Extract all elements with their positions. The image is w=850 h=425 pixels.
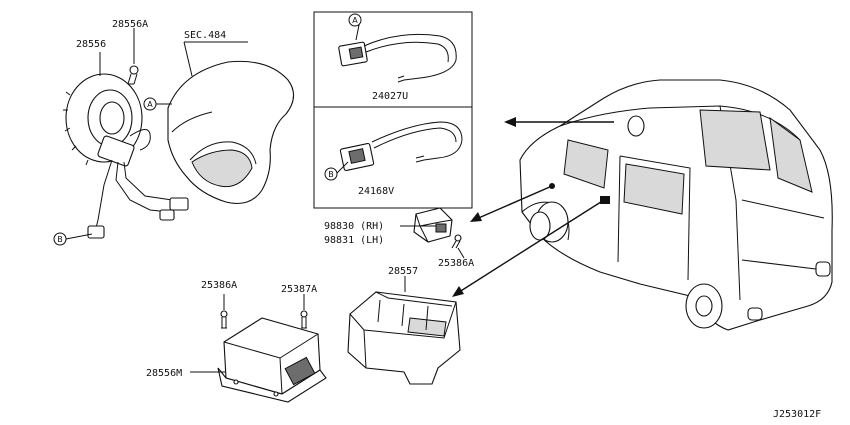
callout-a-airbag: A xyxy=(143,97,157,111)
connector-inset-panel xyxy=(313,11,473,209)
label-25387a: 25387A xyxy=(281,284,317,295)
van-illustration xyxy=(519,79,833,331)
label-28556a: 28556A xyxy=(112,19,148,30)
label-24168v: 24168V xyxy=(358,186,394,197)
driver-airbag-module xyxy=(167,60,295,205)
connector-24027u xyxy=(338,33,457,83)
label-98831-lh: 98831 (LH) xyxy=(324,235,384,246)
svg-text:A: A xyxy=(147,100,153,109)
leader-lines xyxy=(65,19,465,373)
label-sec-484: SEC.484 xyxy=(184,30,226,41)
airbag-control-unit-28556m xyxy=(217,317,327,403)
callout-b-inset: B xyxy=(324,167,338,181)
connector-24168v xyxy=(339,121,463,172)
diagram-id: J253012F xyxy=(773,409,821,420)
label-28556: 28556 xyxy=(76,39,106,50)
label-28556m: 28556M xyxy=(146,368,182,379)
bolt-25387a xyxy=(300,310,308,329)
label-98830-rh: 98830 (RH) xyxy=(324,221,384,232)
svg-text:B: B xyxy=(57,235,63,244)
screw-28556a xyxy=(127,65,139,85)
airbag-sensor-cover-28557 xyxy=(347,291,461,385)
clock-spring-assembly xyxy=(63,73,189,239)
label-25386a-unit: 25386A xyxy=(201,280,237,291)
label-24027u: 24027U xyxy=(372,91,408,102)
side-impact-sensor xyxy=(413,207,462,249)
label-25386a-sensor: 25386A xyxy=(438,258,474,269)
label-28557: 28557 xyxy=(388,266,418,277)
bolt-25386a-lower xyxy=(220,310,228,329)
callout-a-inset: A xyxy=(348,13,362,27)
svg-text:A: A xyxy=(352,16,358,25)
svg-text:B: B xyxy=(328,170,334,179)
location-arrows xyxy=(452,117,614,297)
callout-b-clock-spring: B xyxy=(53,232,67,246)
